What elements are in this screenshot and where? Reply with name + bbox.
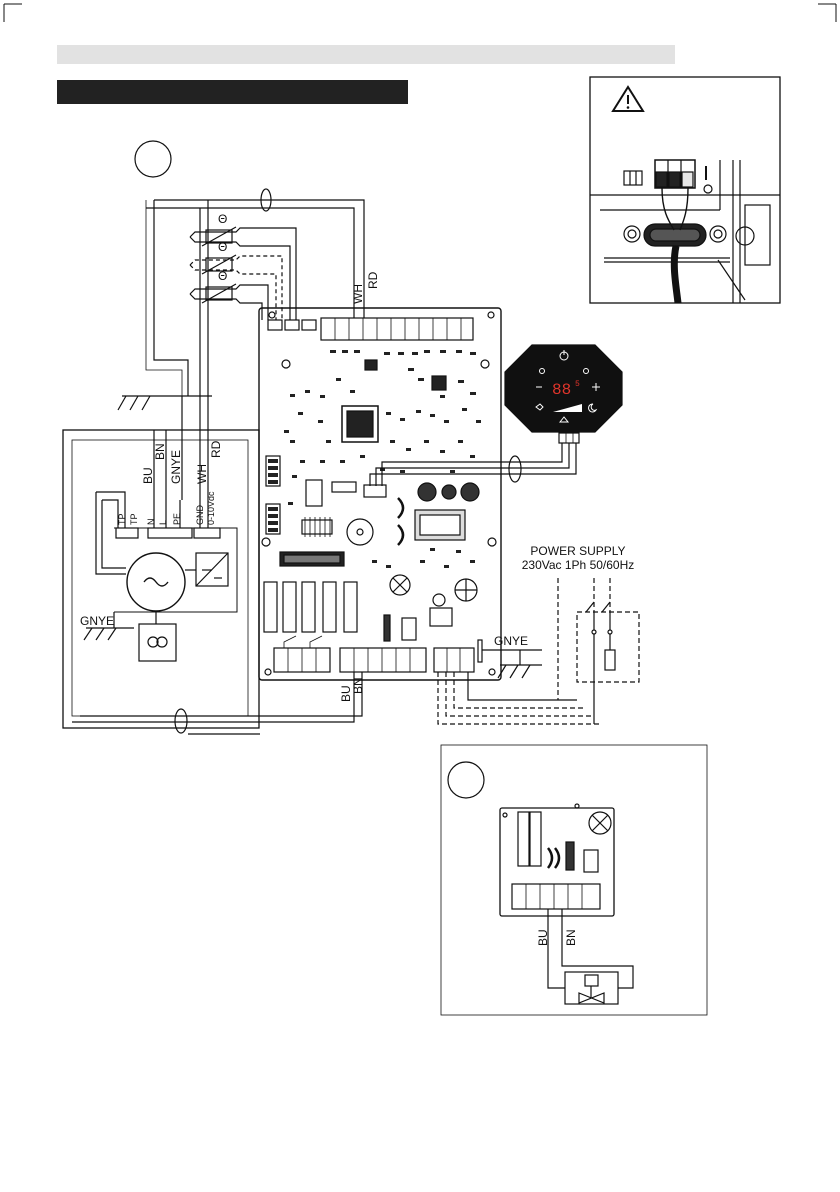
wire-label-wh: WH <box>351 284 365 304</box>
svg-text:Θ: Θ <box>218 212 227 226</box>
valve-wire-bn: BN <box>564 929 578 946</box>
motor-wire-gnye: GNYE <box>169 450 183 484</box>
warning-icon <box>613 87 643 111</box>
output-wire-bn: BN <box>351 677 365 694</box>
crop-marks <box>4 4 836 22</box>
temperature-sensors: Θ Θ Θ <box>190 212 296 320</box>
power-supply-spec: 230Vac 1Ph 50/60Hz <box>522 558 635 572</box>
signal-cable <box>146 189 364 396</box>
power-supply-title: POWER SUPPLY <box>530 544 625 558</box>
motor-wire-wh: WH <box>195 464 209 484</box>
motor-wire-rd: RD <box>209 440 223 458</box>
valve-inset <box>441 745 707 1015</box>
terminal-tp-1: TP <box>117 513 127 525</box>
svg-text:Θ: Θ <box>218 240 227 254</box>
fan-motor <box>63 430 259 728</box>
warning-inset <box>590 77 780 303</box>
control-board <box>259 308 501 680</box>
supply-ground-label: GNYE <box>494 634 528 648</box>
motor-wire-bn: BN <box>153 443 167 460</box>
display-cable <box>370 443 576 486</box>
motor-wire-bu: BU <box>141 467 155 484</box>
motor-ground-label: GNYE <box>80 614 114 628</box>
valve-wire-bu: BU <box>536 929 550 946</box>
wire-label-rd: RD <box>366 271 380 289</box>
controller-display: 88 5 <box>505 345 622 443</box>
svg-text:Θ: Θ <box>218 269 227 283</box>
section-marker-circle <box>135 141 171 177</box>
power-supply-wiring <box>438 578 639 724</box>
fan-supply-wires <box>63 430 362 734</box>
display-temperature: 88 <box>552 381 571 399</box>
inset-marker-circle <box>448 762 484 798</box>
display-decimal: 5 <box>575 380 580 389</box>
terminal-tp-2: TP <box>129 513 139 525</box>
